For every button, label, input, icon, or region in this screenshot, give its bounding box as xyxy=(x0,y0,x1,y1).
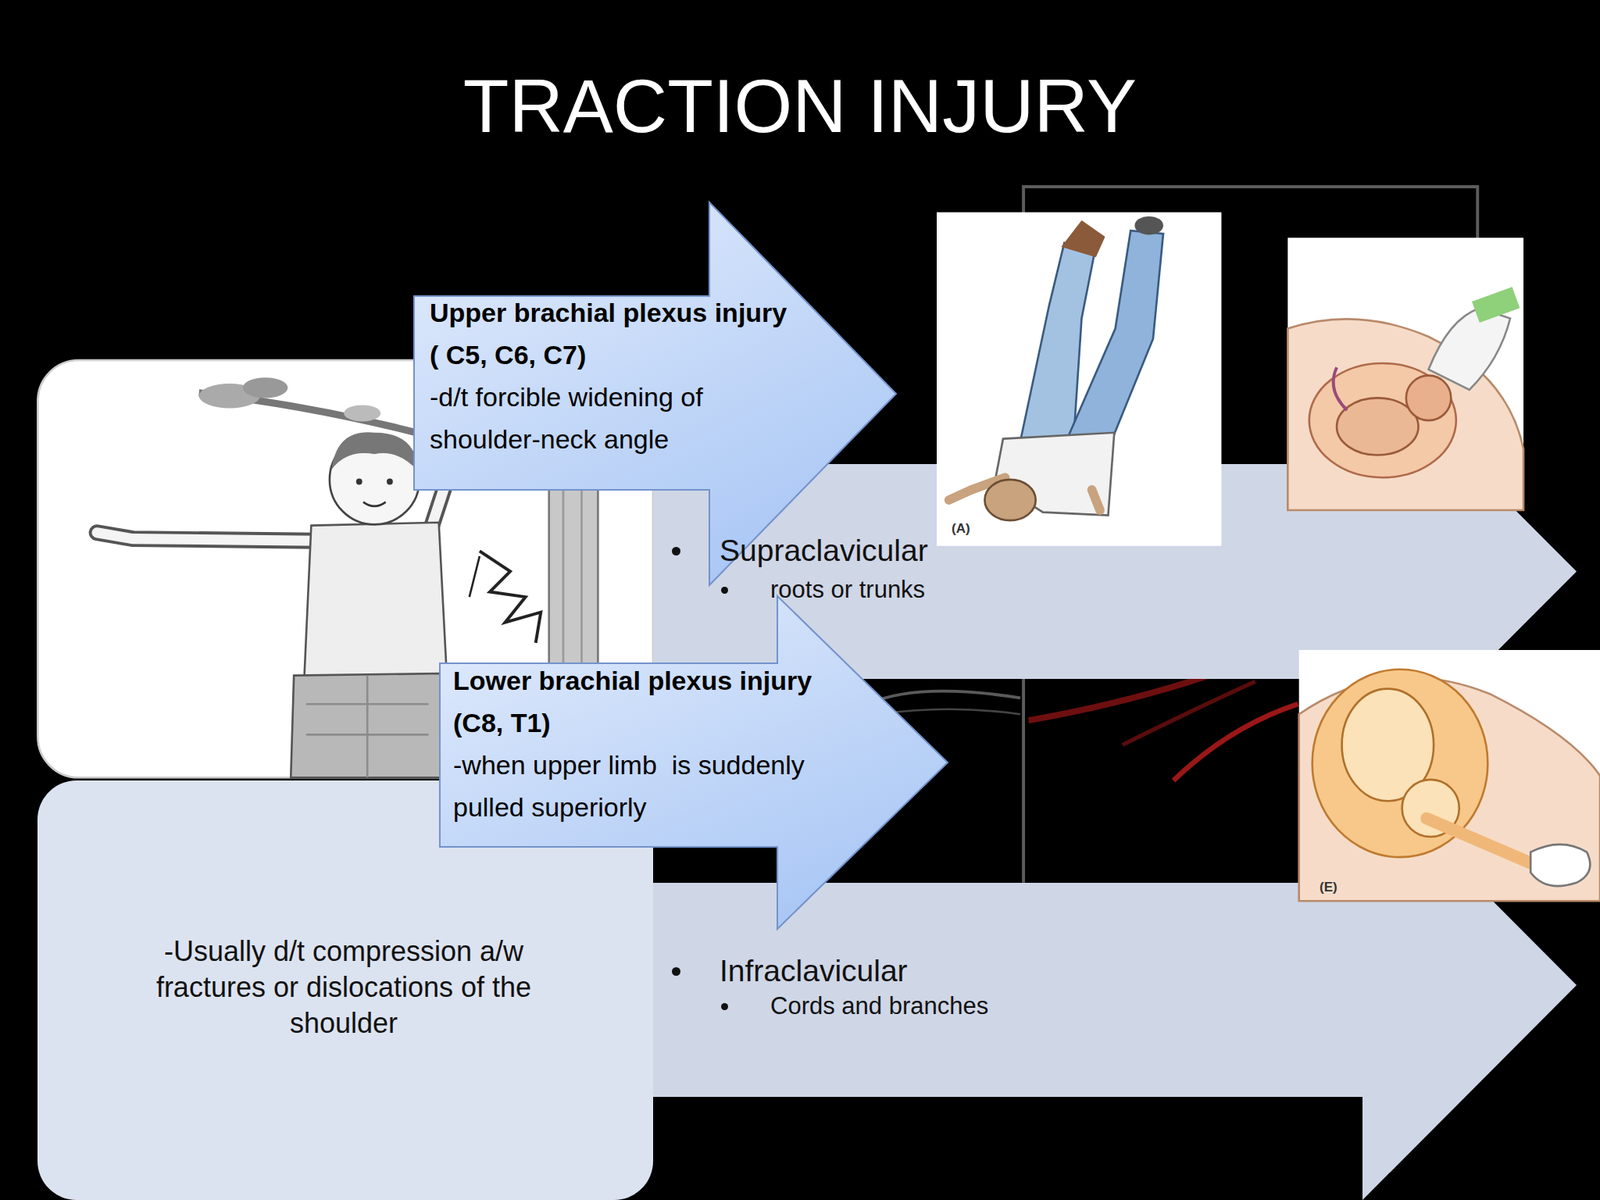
boy-illustration-box-part xyxy=(479,550,541,643)
arrow-band-fill xyxy=(653,770,1577,1200)
boy-illustration-box-part xyxy=(363,502,386,507)
nerve-image-part xyxy=(867,691,1021,705)
callout-body: -when upper limb is suddenly pulled supe… xyxy=(453,743,821,829)
bullet-dot xyxy=(671,967,681,976)
band-subitem: Cords and branches xyxy=(770,990,989,1022)
figure-label: (E) xyxy=(1319,878,1338,897)
fall-on-head-image-part xyxy=(1066,230,1164,450)
delivery-image-top-part xyxy=(1406,375,1451,421)
delivery-image-top-part xyxy=(1428,307,1511,390)
delivery-image-bottom xyxy=(1299,650,1600,901)
nerve-image-part xyxy=(1173,703,1298,781)
delivery-image-top-part xyxy=(1336,397,1418,455)
boy-illustration-box-part xyxy=(356,478,363,486)
delivery-image-top-part xyxy=(1333,367,1347,411)
band-heading: Supraclavicular xyxy=(719,532,929,570)
fall-on-head-image-part xyxy=(936,212,1222,547)
delivery-image-bottom-part xyxy=(1426,818,1541,868)
fall-on-head-image-part xyxy=(984,479,1036,521)
delivery-image-bottom-part xyxy=(1530,844,1590,886)
boy-illustration-box-part xyxy=(386,478,393,486)
bullet-dot xyxy=(721,1003,729,1011)
figure-label: (A) xyxy=(951,520,971,538)
boy-illustration-box-part xyxy=(290,673,444,778)
boy-illustration-box-part xyxy=(469,556,480,597)
delivery-image-top-part xyxy=(1309,363,1457,478)
boy-illustration-box-part xyxy=(96,532,317,541)
boy-illustration-box-part xyxy=(306,675,429,779)
band-heading: Infraclavicular xyxy=(719,952,908,990)
callout-heading: Lower brachial plexus injury (C8, T1) xyxy=(453,659,821,744)
delivery-image-bottom-part xyxy=(1299,650,1600,901)
band-subitem: roots or trunks xyxy=(770,574,925,606)
boy-illustration-box-part xyxy=(303,522,447,683)
delivery-image-top-part xyxy=(1287,237,1524,511)
slide-title: TRACTION INJURY xyxy=(0,60,1600,152)
nerve-image-part xyxy=(1122,681,1256,745)
bullet-dot xyxy=(721,586,729,594)
callout-body: -d/t forcible widening of shoulder-neck … xyxy=(429,375,797,461)
box-paragraph: -Usually d/t compression a/w fractures o… xyxy=(109,933,579,1042)
fall-on-head-image xyxy=(936,212,1222,547)
delivery-image-top-part xyxy=(1471,286,1520,323)
fall-on-head-image-part xyxy=(1134,216,1164,236)
boy-illustration-box-part xyxy=(331,432,418,472)
fall-on-head-image-part xyxy=(1060,220,1105,258)
callout-arrow: Lower brachial plexus injury (C8, T1)-wh… xyxy=(439,594,950,931)
callout-heading: Upper brachial plexus injury ( C5, C6, C… xyxy=(429,291,797,376)
boy-illustration-box-part xyxy=(343,405,381,422)
box-text: -Usually d/t compression a/w fractures o… xyxy=(109,933,579,1042)
fall-on-head-image-part xyxy=(1092,489,1100,511)
delivery-image-top xyxy=(1287,237,1524,511)
callout-arrow: Upper brachial plexus injury ( C5, C6, C… xyxy=(413,200,898,587)
callout-text: Upper brachial plexus injury ( C5, C6, C… xyxy=(429,291,797,461)
nerve-image-part xyxy=(877,709,1021,715)
boy-illustration-box-part xyxy=(242,377,288,398)
boy-illustration-box-part xyxy=(96,532,317,541)
bullet-dot xyxy=(671,546,681,556)
callout-text: Lower brachial plexus injury (C8, T1)-wh… xyxy=(453,659,821,829)
